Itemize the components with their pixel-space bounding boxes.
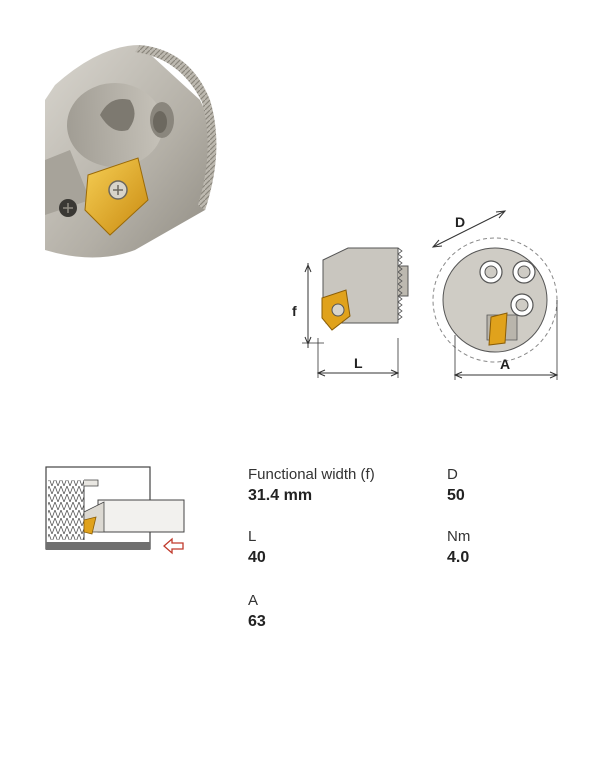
- spec-A: A 63: [248, 592, 266, 632]
- spec-value: 63: [248, 613, 266, 630]
- spec-value: 50: [447, 487, 465, 504]
- spec-label: Nm: [447, 528, 471, 545]
- spec-label: D: [447, 466, 458, 483]
- dim-label-f: f: [292, 303, 297, 319]
- spec-functional-width: Functional width (f) 31.4 mm: [248, 466, 375, 506]
- product-image: [45, 45, 217, 258]
- spec-D: D 50: [447, 466, 465, 506]
- spec-label: Functional width (f): [248, 466, 375, 483]
- dim-label-D: D: [455, 214, 465, 230]
- arrow-left-icon: [163, 537, 184, 555]
- dim-label-A: A: [500, 356, 510, 372]
- spec-value: 31.4 mm: [248, 487, 313, 504]
- dim-label-L: L: [354, 355, 363, 371]
- front-view-dimension-drawing: D A: [431, 210, 559, 380]
- spec-label: L: [248, 528, 257, 545]
- spec-label: A: [248, 592, 259, 609]
- spec-value: 40: [248, 549, 266, 566]
- spec-L: L 40: [248, 528, 266, 568]
- application-diagram: [45, 466, 185, 555]
- side-view-dimension-drawing: f L: [292, 247, 409, 378]
- spec-value: 4.0: [447, 549, 470, 566]
- spec-Nm: Nm 4.0: [447, 528, 470, 568]
